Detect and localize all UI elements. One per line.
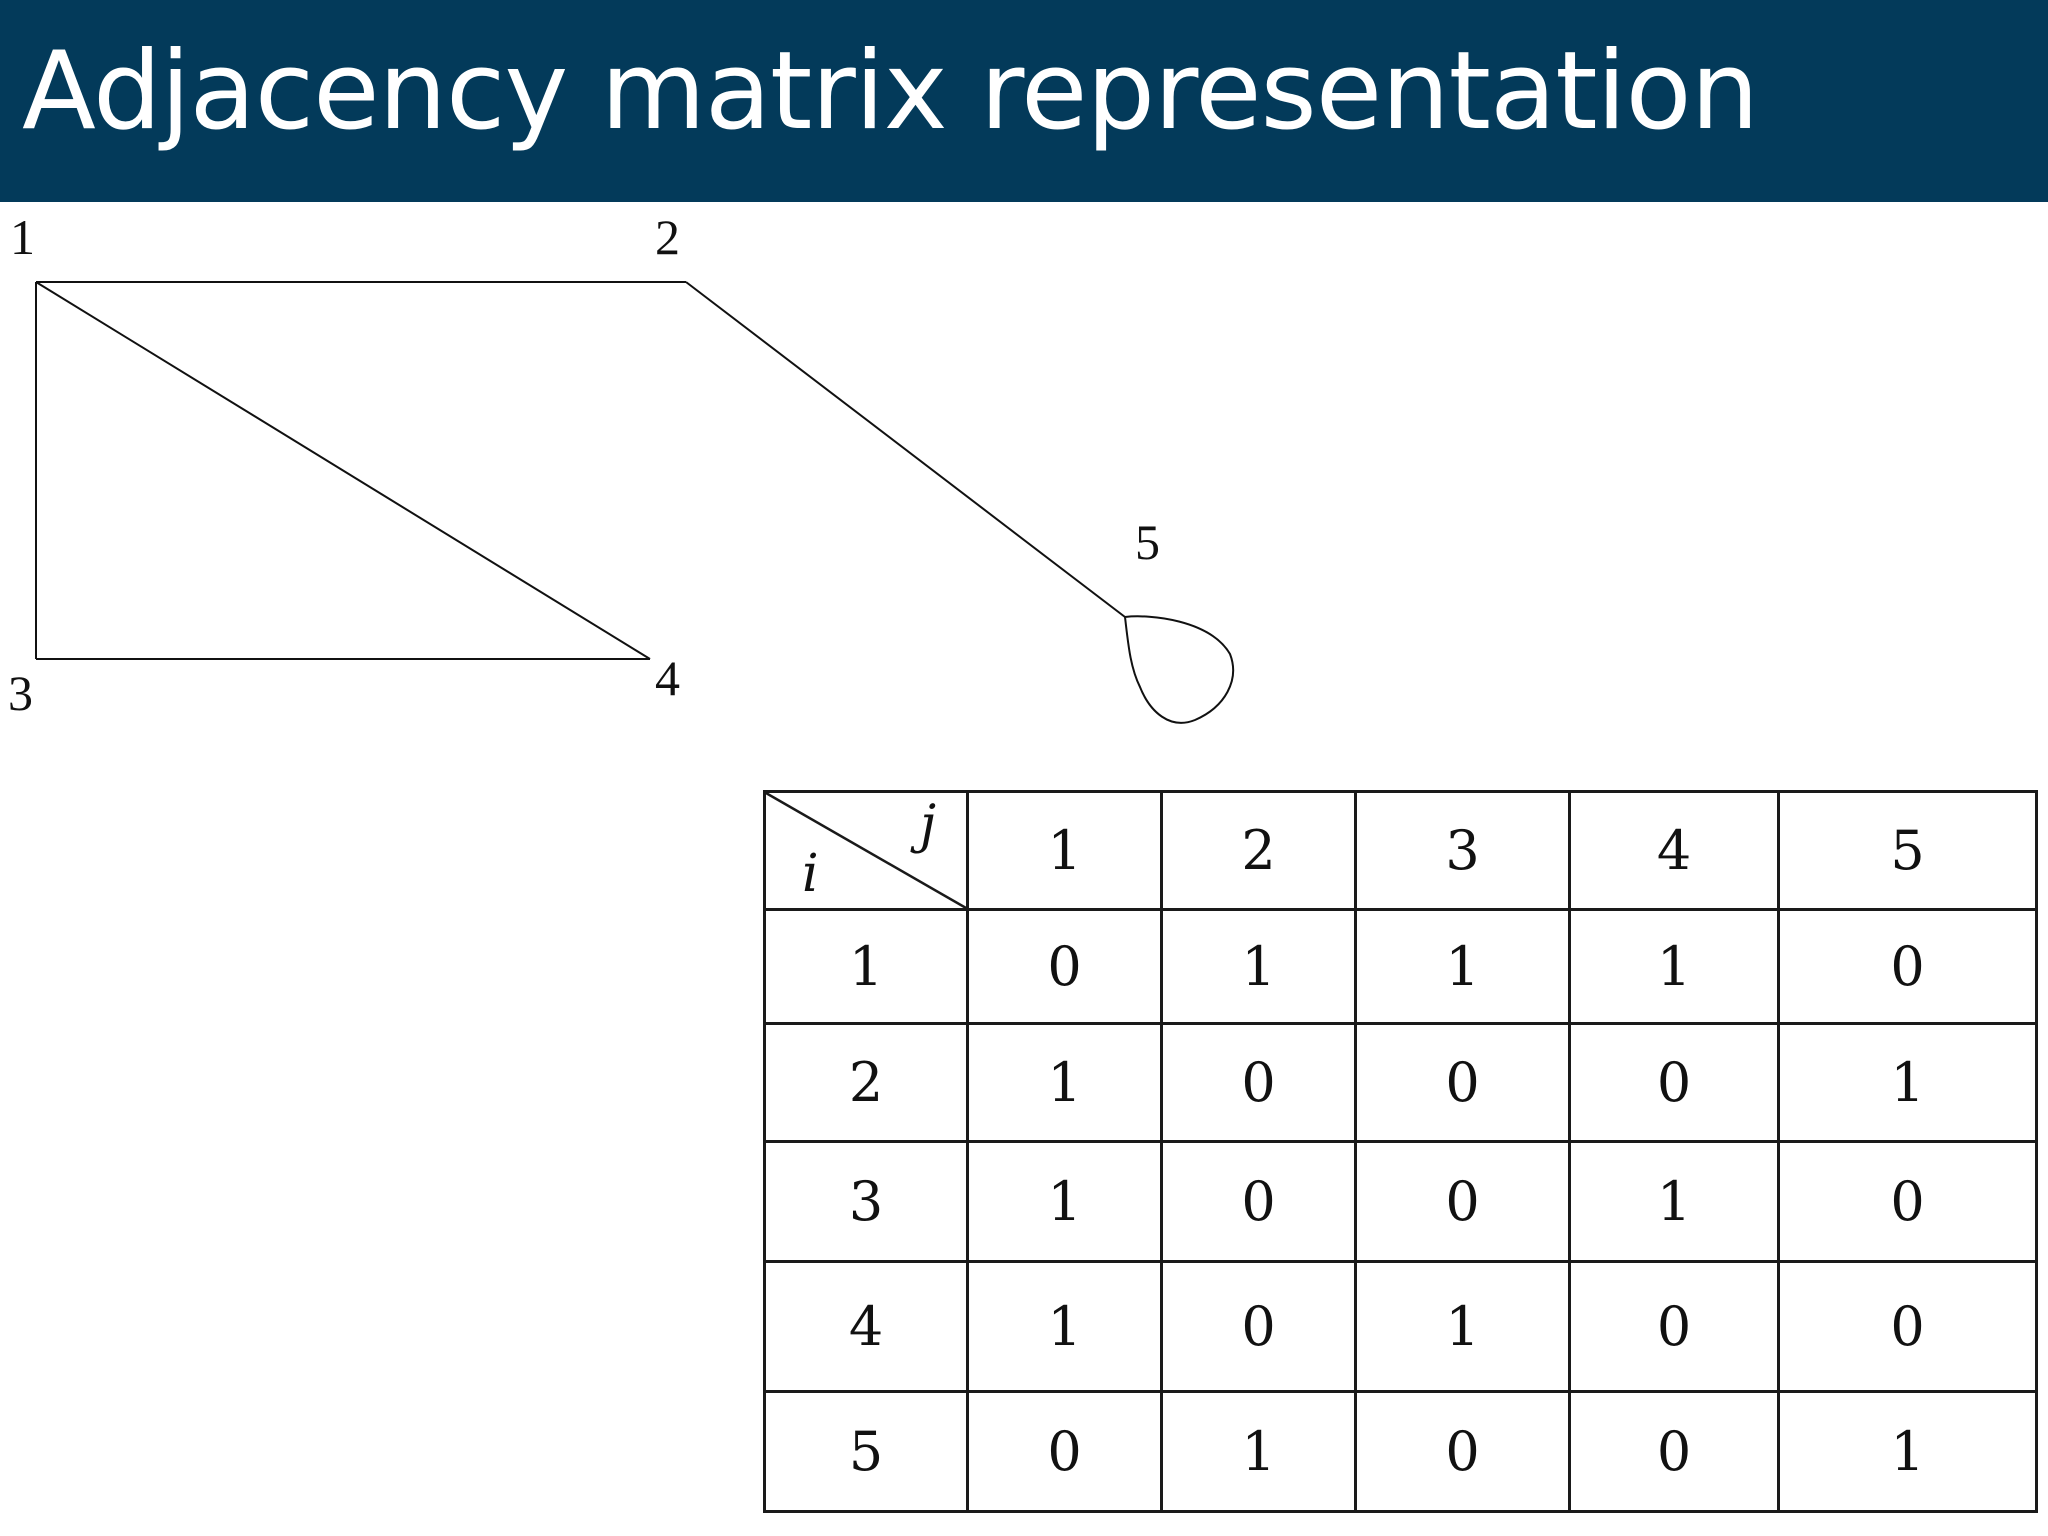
matrix-cell: 1 [1568, 1140, 1780, 1263]
adjacency-matrix: i j 1 2 3 4 5 1 0 1 1 1 0 2 1 0 0 0 1 3 … [763, 790, 2038, 1513]
slide-title: Adjacency matrix representation [22, 29, 1759, 154]
column-header: 2 [1160, 790, 1357, 911]
column-header-label: j [919, 795, 936, 855]
column-header: 5 [1777, 790, 2038, 911]
matrix-cell: 0 [966, 908, 1163, 1025]
node-label-3: 3 [8, 665, 33, 721]
matrix-cell: 0 [1568, 1260, 1780, 1393]
matrix-table: i j 1 2 3 4 5 1 0 1 1 1 0 2 1 0 0 0 1 3 … [763, 790, 2038, 1513]
matrix-cell: 1 [1160, 908, 1357, 1025]
row-header: 3 [763, 1140, 969, 1263]
matrix-cell: 0 [1354, 1140, 1571, 1263]
edge-2-5 [685, 281, 1126, 618]
node-label-5: 5 [1135, 514, 1160, 570]
matrix-corner-cell: i j [763, 790, 969, 911]
graph-diagram: 1 2 3 4 5 [8, 209, 1235, 724]
row-header-label: i [802, 844, 819, 904]
matrix-cell: 0 [1568, 1390, 1780, 1513]
matrix-cell: 1 [1160, 1390, 1357, 1513]
column-header: 3 [1354, 790, 1571, 911]
matrix-cell: 0 [1568, 1022, 1780, 1143]
matrix-cell: 1 [966, 1260, 1163, 1393]
matrix-cell: 1 [1354, 908, 1571, 1025]
node-label-1: 1 [10, 209, 35, 265]
column-header: 1 [966, 790, 1163, 911]
matrix-cell: 0 [1354, 1390, 1571, 1513]
matrix-cell: 1 [1568, 908, 1780, 1025]
matrix-row: 5 0 1 0 0 1 [763, 1390, 2038, 1513]
matrix-cell: 0 [1354, 1022, 1571, 1143]
matrix-cell: 0 [1160, 1022, 1357, 1143]
matrix-cell: 0 [1777, 1260, 2038, 1393]
matrix-header-row: i j 1 2 3 4 5 [763, 790, 2038, 911]
title-bar: Adjacency matrix representation [0, 0, 2048, 202]
corner-diagonal [766, 793, 966, 908]
matrix-cell: 0 [1160, 1140, 1357, 1263]
node-label-2: 2 [655, 209, 680, 265]
row-header: 5 [763, 1390, 969, 1513]
edge-5-5-loop [1123, 615, 1235, 724]
matrix-cell: 1 [1354, 1260, 1571, 1393]
matrix-cell: 0 [1160, 1260, 1357, 1393]
matrix-cell: 1 [1777, 1390, 2038, 1513]
matrix-row: 2 1 0 0 0 1 [763, 1022, 2038, 1143]
matrix-cell: 1 [1777, 1022, 2038, 1143]
matrix-row: 3 1 0 0 1 0 [763, 1140, 2038, 1263]
row-header: 2 [763, 1022, 969, 1143]
matrix-row: 4 1 0 1 0 0 [763, 1260, 2038, 1393]
row-header: 1 [763, 908, 969, 1025]
matrix-cell: 0 [1777, 1140, 2038, 1263]
matrix-row: 1 0 1 1 1 0 [763, 908, 2038, 1025]
matrix-cell: 0 [1777, 908, 2038, 1025]
node-label-4: 4 [655, 650, 680, 706]
matrix-cell: 0 [966, 1390, 1163, 1513]
matrix-cell: 1 [966, 1022, 1163, 1143]
matrix-cell: 1 [966, 1140, 1163, 1263]
column-header: 4 [1568, 790, 1780, 911]
edge-1-4 [35, 281, 651, 660]
row-header: 4 [763, 1260, 969, 1393]
